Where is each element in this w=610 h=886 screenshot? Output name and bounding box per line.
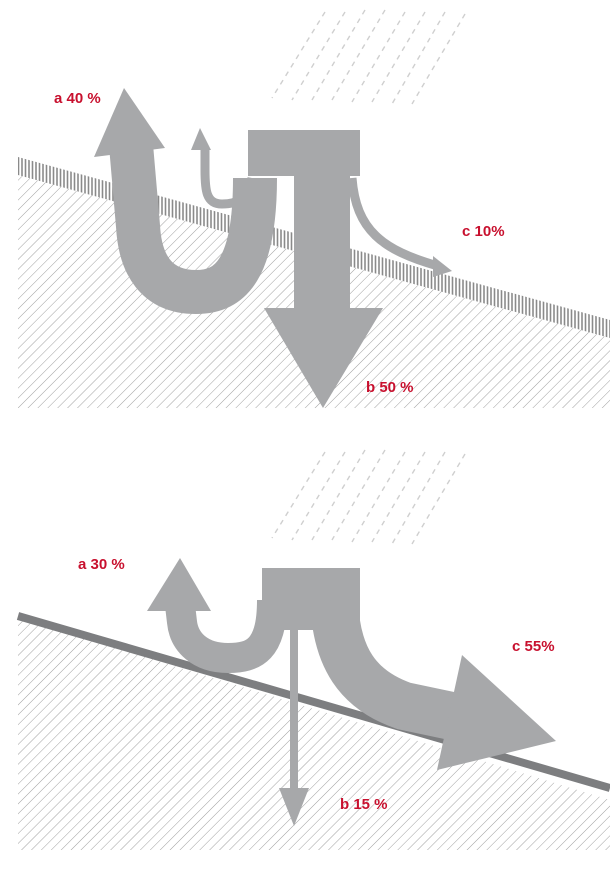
label-a-top: a 40 % [54, 90, 101, 107]
soil-bottom [18, 618, 610, 850]
arrow-c-head-bottom [437, 655, 556, 770]
arrow-a-evaporation-bottom [165, 599, 287, 674]
label-b-bottom: b 15 % [340, 796, 388, 813]
bottom-panel: a 30 % b 15 % c 55% [16, 449, 610, 850]
rain-streaks-top [271, 9, 466, 105]
arrow-a-evaporation [109, 143, 277, 315]
sealed-surface-bottom [16, 612, 610, 792]
arrow-c-head [433, 256, 452, 277]
label-c-bottom: c 55% [512, 638, 555, 655]
arrow-c-runoff-bottom [310, 598, 485, 746]
arrow-a-head-bottom [147, 558, 211, 611]
arrow-b-head [264, 308, 383, 408]
arrow-b-head-bottom [279, 788, 309, 826]
rain-streaks-bottom [271, 449, 466, 545]
flow-arrows-top [94, 88, 452, 408]
arrow-b-stem-bottom [290, 600, 298, 790]
arrow-a-head [94, 88, 165, 157]
label-c-top: c 10% [462, 223, 505, 240]
arrow-c-runoff [347, 177, 440, 271]
flow-arrows-bottom [147, 558, 556, 826]
top-panel: a 40 % b 50 % c 10% [18, 9, 610, 408]
label-b-top: b 50 % [366, 379, 414, 396]
label-a-bottom: a 30 % [78, 556, 125, 573]
arrow-b-stem [248, 130, 360, 176]
